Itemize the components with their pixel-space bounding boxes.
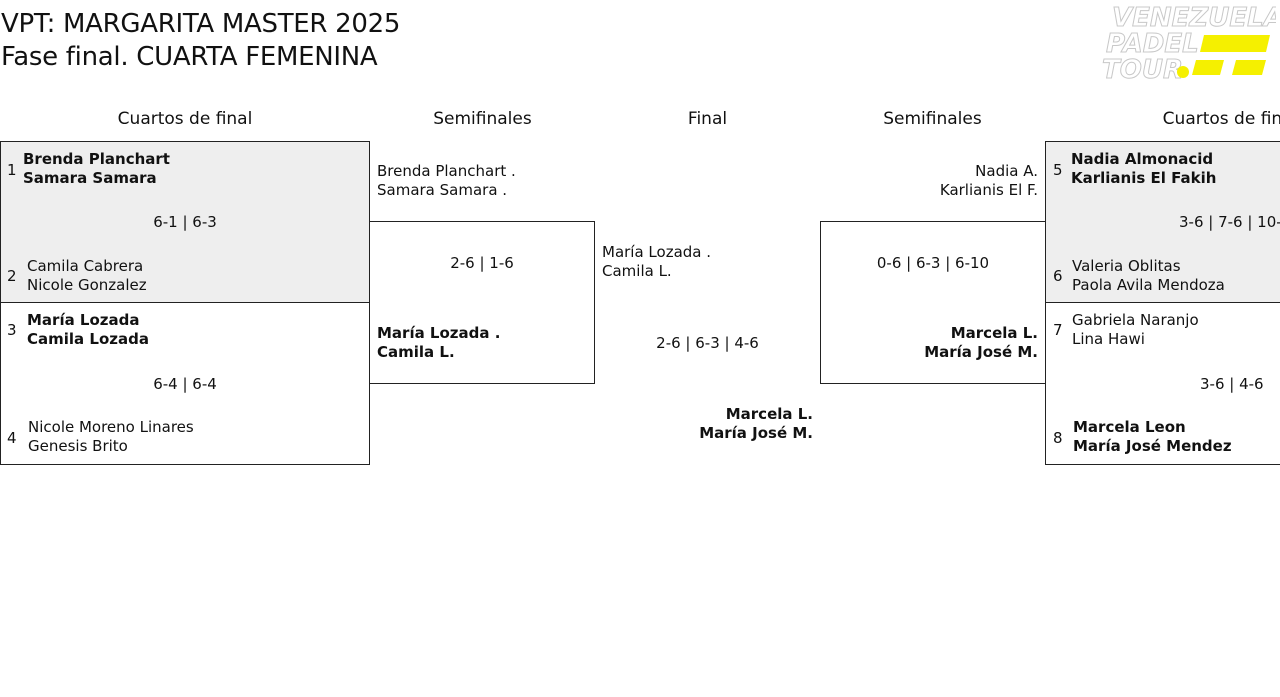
sf-right-top-team: Nadia A. Karlianis El F. bbox=[830, 162, 1038, 200]
player-name: Lina Hawi bbox=[1072, 330, 1145, 348]
seed-number: 4 bbox=[7, 429, 17, 447]
seed-number: 6 bbox=[1053, 267, 1063, 285]
player-name: Valeria Oblitas bbox=[1072, 257, 1181, 275]
logo-graphic: VENEZUELA PADEL TOUR bbox=[1102, 3, 1280, 86]
team-name: Marcela L. María José M. bbox=[829, 324, 1038, 362]
team-name: María Lozada . Camila L. bbox=[377, 324, 500, 362]
logo-word-2: PADEL bbox=[1106, 29, 1199, 59]
player-name: María José Mendez bbox=[1073, 437, 1232, 455]
seed-number: 7 bbox=[1053, 321, 1063, 339]
round-header-qf-right: Cuartos de final bbox=[1162, 109, 1280, 129]
player-name: Nicole Moreno Linares bbox=[28, 418, 194, 436]
logo-word-1: VENEZUELA bbox=[1112, 3, 1276, 33]
player-name: María José M. bbox=[699, 424, 813, 442]
player-name: María José M. bbox=[924, 343, 1038, 361]
match-score: 3-6 | 7-6 | 10-7 bbox=[1179, 213, 1280, 231]
player-name: Nadia A. bbox=[975, 162, 1038, 180]
player-name: Samara Samara . bbox=[377, 181, 508, 199]
player-name: Camila L. bbox=[602, 262, 672, 280]
match-qf-right-2: 7 Gabriela Naranjo Lina Hawi 3-6 | 4-6 8… bbox=[1045, 302, 1280, 465]
logo-word-3: TOUR bbox=[1102, 55, 1183, 82]
match-sf-right: 0-6 | 6-3 | 6-10 Marcela L. María José M… bbox=[820, 221, 1046, 384]
seed-number: 3 bbox=[7, 321, 17, 339]
match-qf-left-2: 3 María Lozada Camila Lozada 6-4 | 6-4 4… bbox=[0, 302, 370, 465]
player-name: María Lozada . bbox=[377, 324, 501, 342]
match-qf-left-1: 1 Brenda Planchart Samara Samara 6-1 | 6… bbox=[0, 141, 370, 303]
team-name: Nicole Moreno Linares Genesis Brito bbox=[28, 418, 194, 456]
player-name: Samara Samara bbox=[23, 169, 157, 187]
round-header-sf-right: Semifinales bbox=[883, 109, 982, 129]
match-score: 0-6 | 6-3 | 6-10 bbox=[876, 254, 990, 272]
player-name: Brenda Planchart bbox=[23, 150, 170, 168]
seed-number: 1 bbox=[7, 161, 17, 179]
round-header-sf-left: Semifinales bbox=[433, 109, 532, 129]
player-name: Karlianis El F. bbox=[939, 181, 1038, 199]
round-header-qf-left: Cuartos de final bbox=[117, 109, 253, 129]
match-score: 6-4 | 6-4 bbox=[153, 375, 217, 393]
player-name: María Lozada . bbox=[602, 243, 712, 261]
match-score: 3-6 | 4-6 bbox=[1200, 375, 1264, 393]
match-qf-right-1: 5 Nadia Almonacid Karlianis El Fakih 3-6… bbox=[1045, 141, 1280, 303]
seed-number: 8 bbox=[1053, 429, 1063, 447]
player-name: Karlianis El Fakih bbox=[1071, 169, 1217, 187]
page-title-line2: Fase final. CUARTA FEMENINA bbox=[1, 42, 378, 72]
page-title-line1: VPT: MARGARITA MASTER 2025 bbox=[1, 9, 401, 39]
match-sf-left: 2-6 | 1-6 María Lozada . Camila L. bbox=[369, 221, 595, 384]
team-name: Gabriela Naranjo Lina Hawi bbox=[1072, 311, 1199, 349]
team-name: Nadia Almonacid Karlianis El Fakih bbox=[1071, 150, 1216, 188]
round-header-final: Final bbox=[687, 109, 728, 129]
team-name: Valeria Oblitas Paola Avila Mendoza bbox=[1072, 257, 1225, 295]
player-name: Camila Cabrera bbox=[27, 257, 144, 275]
seed-number: 5 bbox=[1053, 161, 1063, 179]
player-name: Marcela L. bbox=[725, 405, 813, 423]
player-name: Gabriela Naranjo bbox=[1072, 311, 1199, 329]
team-name: Brenda Planchart Samara Samara bbox=[23, 150, 170, 188]
player-name: María Lozada bbox=[27, 311, 140, 329]
match-score: 2-6 | 1-6 bbox=[450, 254, 514, 272]
player-name: Camila L. bbox=[377, 343, 455, 361]
match-score: 6-1 | 6-3 bbox=[153, 213, 217, 231]
player-name: Brenda Planchart . bbox=[377, 162, 516, 180]
team-name: Marcela Leon María José Mendez bbox=[1073, 418, 1232, 456]
sf-left-top-team: Brenda Planchart . Samara Samara . bbox=[377, 162, 516, 200]
player-name: Camila Lozada bbox=[27, 330, 149, 348]
player-name: Nicole Gonzalez bbox=[27, 276, 147, 294]
team-name: Camila Cabrera Nicole Gonzalez bbox=[27, 257, 147, 295]
player-name: Genesis Brito bbox=[28, 437, 128, 455]
final-top-team: María Lozada . Camila L. bbox=[602, 243, 711, 281]
player-name: Marcela Leon bbox=[1073, 418, 1186, 436]
team-name: María Lozada Camila Lozada bbox=[27, 311, 149, 349]
venezuela-padel-tour-logo: VENEZUELA PADEL TOUR bbox=[1100, 2, 1280, 86]
seed-number: 2 bbox=[7, 267, 17, 285]
final-score: 2-6 | 6-3 | 4-6 bbox=[656, 334, 759, 352]
player-name: Paola Avila Mendoza bbox=[1072, 276, 1225, 294]
player-name: Marcela L. bbox=[950, 324, 1038, 342]
final-bottom-team: Marcela L. María José M. bbox=[600, 405, 813, 443]
logo-accent-shapes bbox=[1177, 35, 1270, 78]
player-name: Nadia Almonacid bbox=[1071, 150, 1214, 168]
